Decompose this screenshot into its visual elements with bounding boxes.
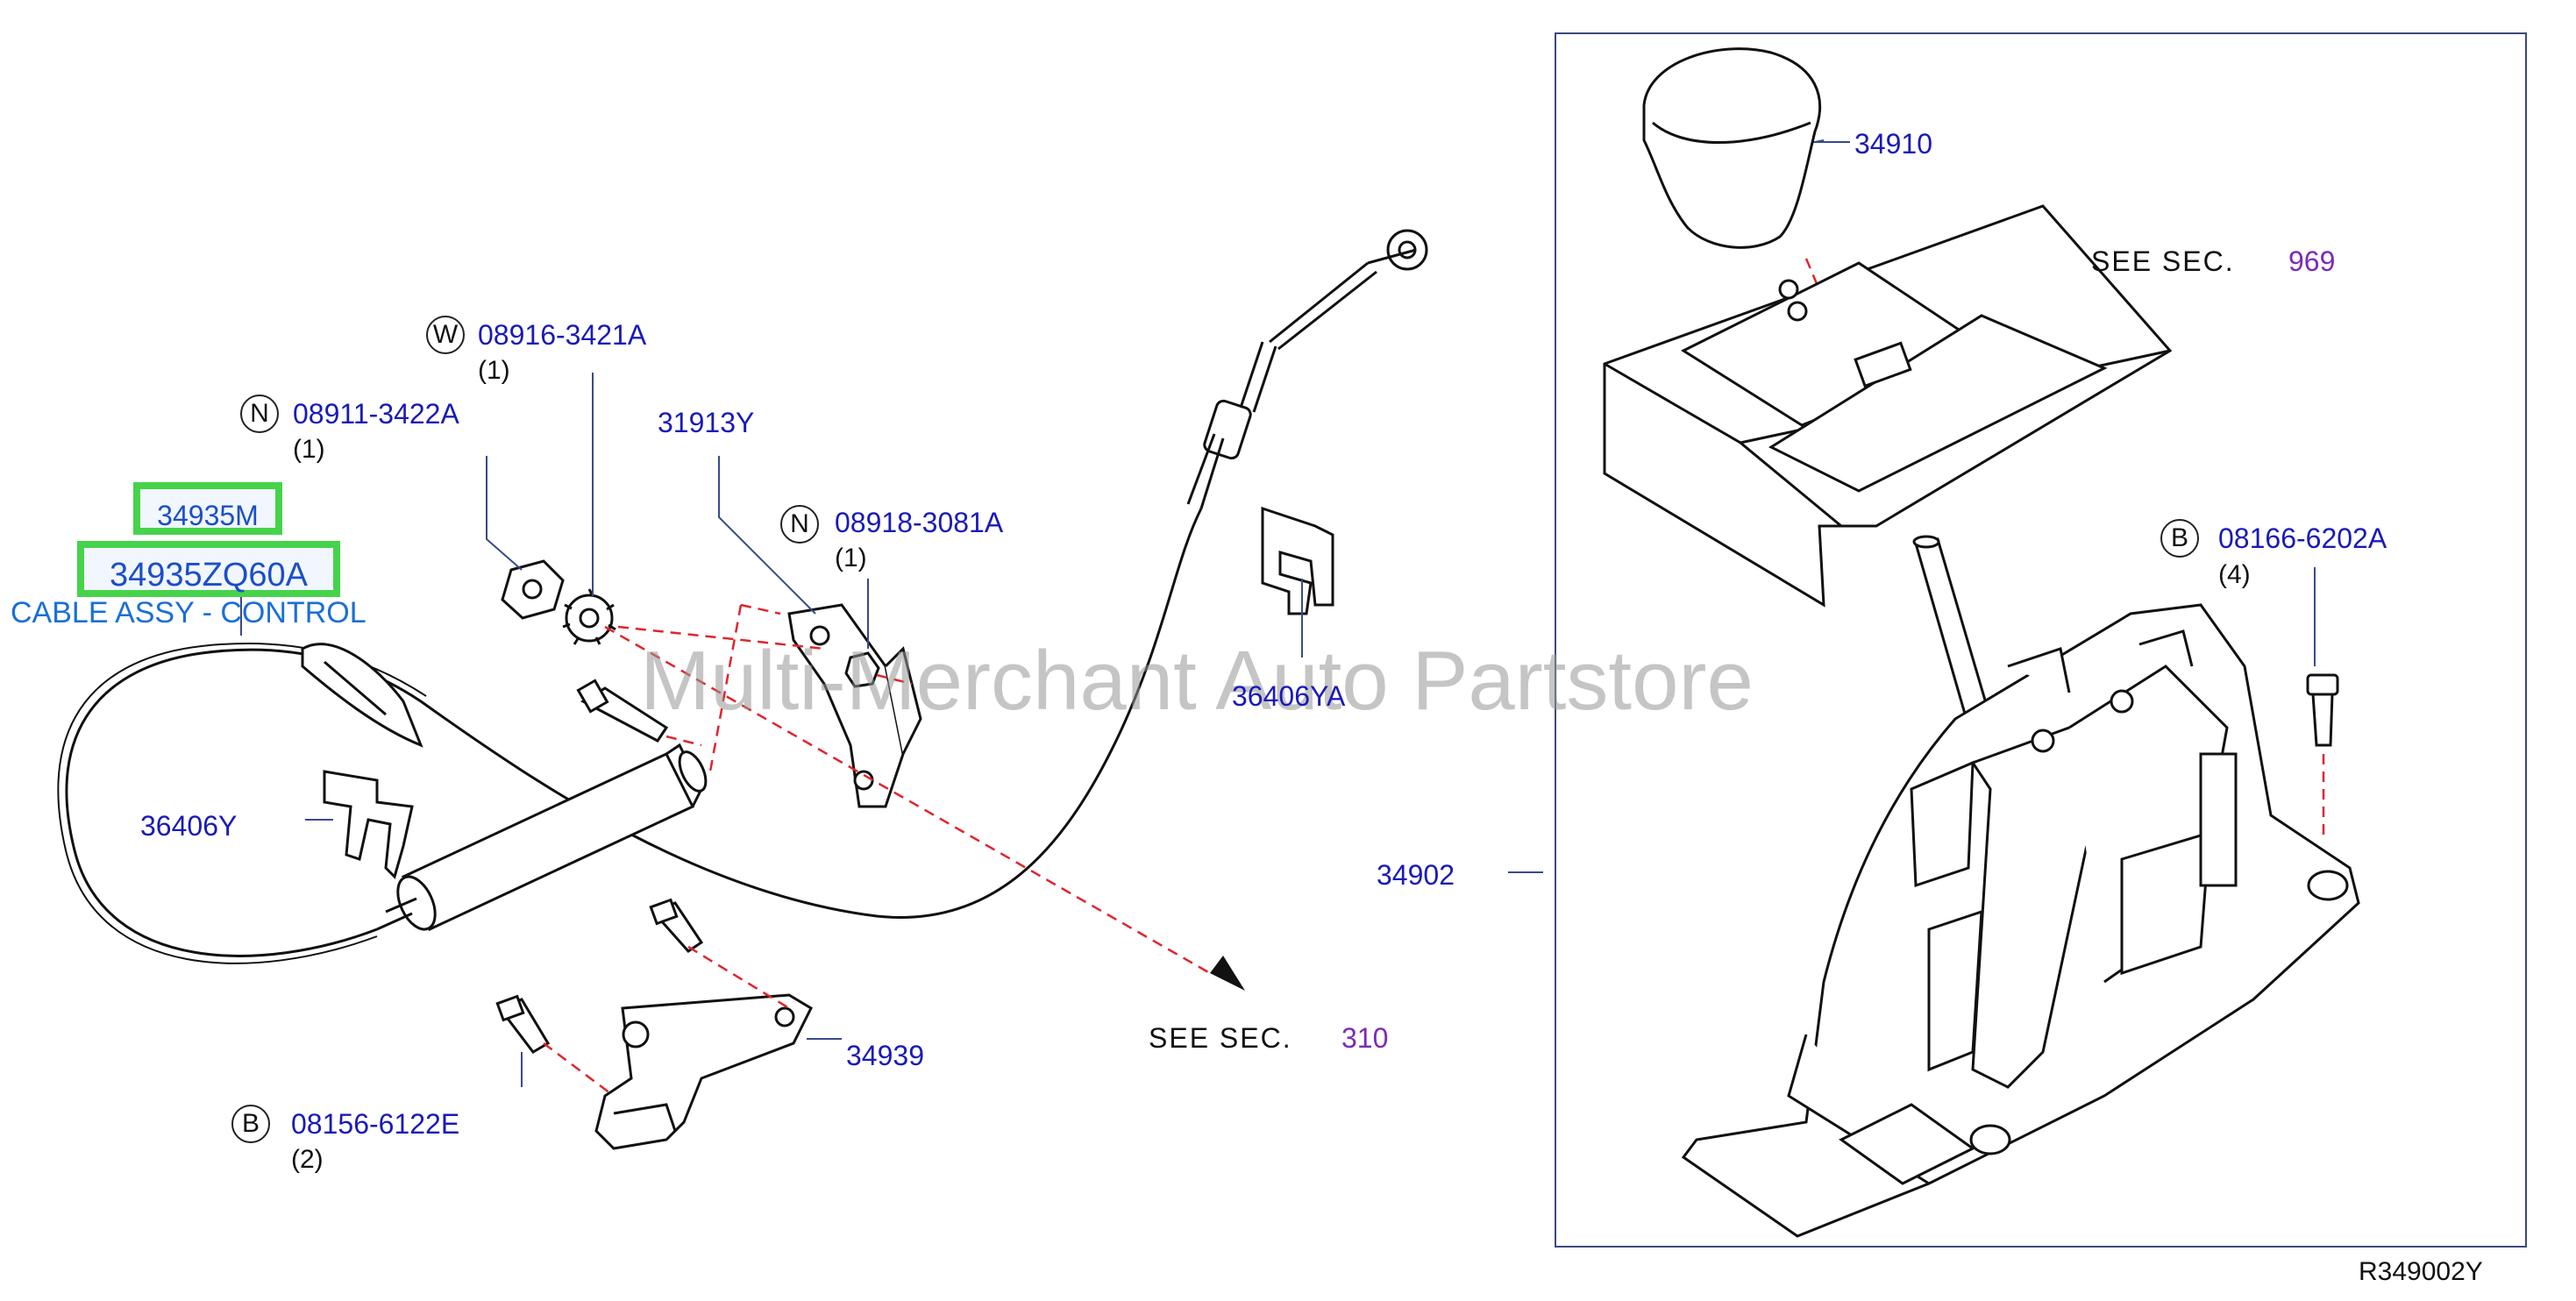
part-36406y[interactable]: 36406Y	[140, 810, 238, 842]
see-sec-310-text: SEE SEC.	[1149, 1022, 1292, 1054]
part-08156-6122e[interactable]: 08156-6122E	[291, 1108, 460, 1140]
bracket-34939	[594, 993, 813, 1150]
part-34935zq60a: 34935ZQ60A	[109, 557, 309, 594]
part-08918-3081a[interactable]: 08918-3081A	[835, 507, 1004, 538]
badge-b-08156: B	[231, 1105, 270, 1143]
badge-n-08911: N	[240, 395, 279, 433]
badge-b-08166: B	[2160, 519, 2199, 558]
part-34910[interactable]: 34910	[1854, 128, 1932, 160]
shifter-assembly	[1681, 603, 2360, 1238]
watermark: Multi-Merchant Auto Partstore	[640, 634, 1754, 728]
diagram-reference: R349002Y	[2359, 1257, 2483, 1286]
control-cable	[57, 229, 1428, 964]
assembly-frame	[1555, 32, 2527, 1248]
qty-08156: (2)	[291, 1145, 324, 1174]
clip-36406y	[323, 770, 414, 879]
part-34935m: 34935M	[157, 500, 259, 531]
part-08911-3422a[interactable]: 08911-3422A	[293, 398, 459, 430]
badge-n-08918: N	[780, 505, 819, 544]
highlight-part-34935zq60a[interactable]: 34935ZQ60A	[77, 541, 340, 597]
highlight-part-34935m[interactable]: 34935M	[133, 482, 282, 535]
part-34939[interactable]: 34939	[846, 1040, 924, 1071]
clip-36406ya	[1261, 506, 1334, 615]
part-description: CABLE ASSY - CONTROL	[11, 596, 366, 629]
part-08916-3421a[interactable]: 08916-3421A	[478, 319, 647, 351]
qty-08916: (1)	[478, 356, 510, 385]
see-sec-969-text: SEE SEC.	[2091, 245, 2235, 277]
part-36406ya[interactable]: 36406YA	[1232, 680, 1346, 712]
arrow-head	[1210, 956, 1245, 991]
fasteners-left	[495, 559, 704, 1054]
see-sec-969-link[interactable]: 969	[2288, 245, 2336, 277]
qty-08918: (1)	[835, 544, 867, 572]
part-34902[interactable]: 34902	[1377, 859, 1455, 891]
bolt-08166	[2306, 673, 2339, 747]
shift-knob	[1642, 47, 1822, 249]
bracket-31913y	[787, 603, 922, 808]
qty-08911: (1)	[293, 435, 325, 464]
part-31913y[interactable]: 31913Y	[658, 407, 755, 438]
badge-w: W	[426, 316, 465, 354]
console-cover	[1603, 204, 2173, 608]
part-08166-6202a[interactable]: 08166-6202A	[2218, 523, 2387, 554]
qty-08166: (4)	[2218, 560, 2251, 589]
nut-small	[844, 651, 880, 688]
see-sec-310-link[interactable]: 310	[1341, 1022, 1389, 1054]
